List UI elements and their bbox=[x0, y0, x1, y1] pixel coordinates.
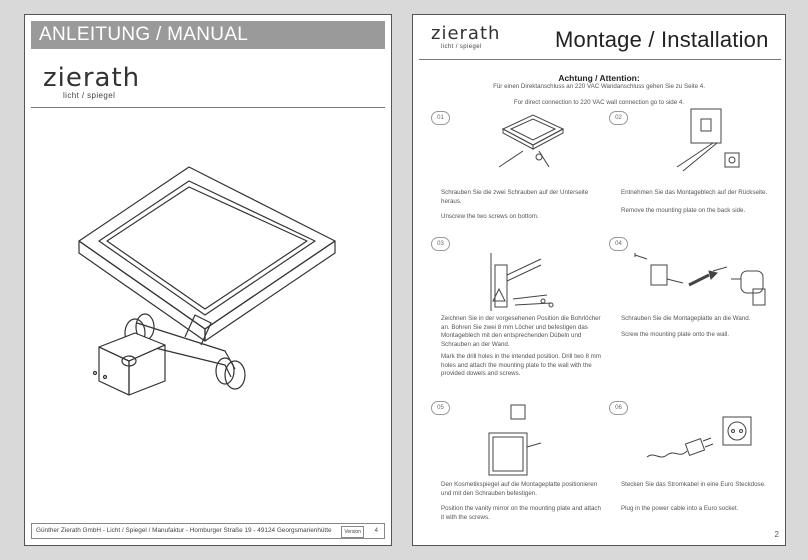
step-03-illustration bbox=[490, 253, 554, 311]
step-number: 01 bbox=[431, 111, 450, 125]
step-number: 04 bbox=[609, 237, 628, 251]
brand-logo: zierath bbox=[431, 23, 501, 44]
page-number: 2 bbox=[774, 530, 779, 539]
footer-address: Günther Zierath GmbH - Licht / Spiegel /… bbox=[31, 523, 385, 539]
step-text-en: Remove the mounting plate on the back si… bbox=[621, 207, 746, 214]
attention-text-de: Für einen Direktanschluss an 220 VAC Wan… bbox=[493, 83, 705, 90]
brand-subtitle: licht / spiegel bbox=[441, 44, 482, 50]
step-text-en: Mark the drill holes in the intended pos… bbox=[441, 353, 601, 377]
header-divider bbox=[31, 107, 385, 108]
attention-title: Achtung / Attention: bbox=[558, 73, 640, 83]
step-text-en: Plug in the power cable into a Euro sock… bbox=[621, 505, 739, 512]
version-number: 4 bbox=[374, 528, 378, 534]
step-04-illustration bbox=[634, 253, 766, 306]
step-number: 06 bbox=[609, 401, 628, 415]
step-01-illustration bbox=[498, 114, 565, 168]
brand-logo: zierath bbox=[43, 63, 141, 93]
version-label: Version bbox=[341, 526, 364, 538]
manual-cover-page: ANLEITUNG / MANUAL zierath licht / spieg… bbox=[24, 14, 392, 546]
vanity-mirror-illustration bbox=[78, 166, 336, 396]
attention-text-en: For direct connection to 220 VAC wall co… bbox=[513, 99, 685, 106]
header-divider bbox=[419, 59, 781, 60]
step-text-en: Screw the mounting plate onto the wall. bbox=[621, 331, 730, 338]
brand-subtitle: licht / spiegel bbox=[63, 91, 116, 100]
step-02-illustration bbox=[676, 108, 740, 172]
step-06-illustration bbox=[646, 416, 752, 458]
manual-banner: ANLEITUNG / MANUAL bbox=[31, 21, 385, 49]
step-text-de: Schrauben Sie die Montageplatte an die W… bbox=[621, 315, 751, 322]
step-text-de: Den Kosmetikspiegel auf die Montageplatt… bbox=[441, 481, 598, 497]
step-05-illustration bbox=[488, 404, 542, 476]
step-text-en: Unscrew the two screws on bottom. bbox=[441, 213, 539, 220]
page-title: Montage / Installation bbox=[555, 27, 769, 52]
step-number: 05 bbox=[431, 401, 450, 415]
installation-page: zierath licht / spiegel Montage / Instal… bbox=[412, 14, 786, 546]
step-text-de: Schrauben Sie die zwei Schrauben auf der… bbox=[441, 189, 589, 205]
step-text-de: Zeichnen Sie in der vorgesehenen Positio… bbox=[441, 315, 601, 348]
step-number: 03 bbox=[431, 237, 450, 251]
step-text-en: Position the vanity mirror on the mounti… bbox=[441, 505, 601, 521]
step-text-de: Entnehmen Sie das Montageblech auf der R… bbox=[621, 189, 768, 196]
step-number: 02 bbox=[609, 111, 628, 125]
step-text-de: Stecken Sie das Stromkabel in eine Euro … bbox=[621, 481, 766, 488]
